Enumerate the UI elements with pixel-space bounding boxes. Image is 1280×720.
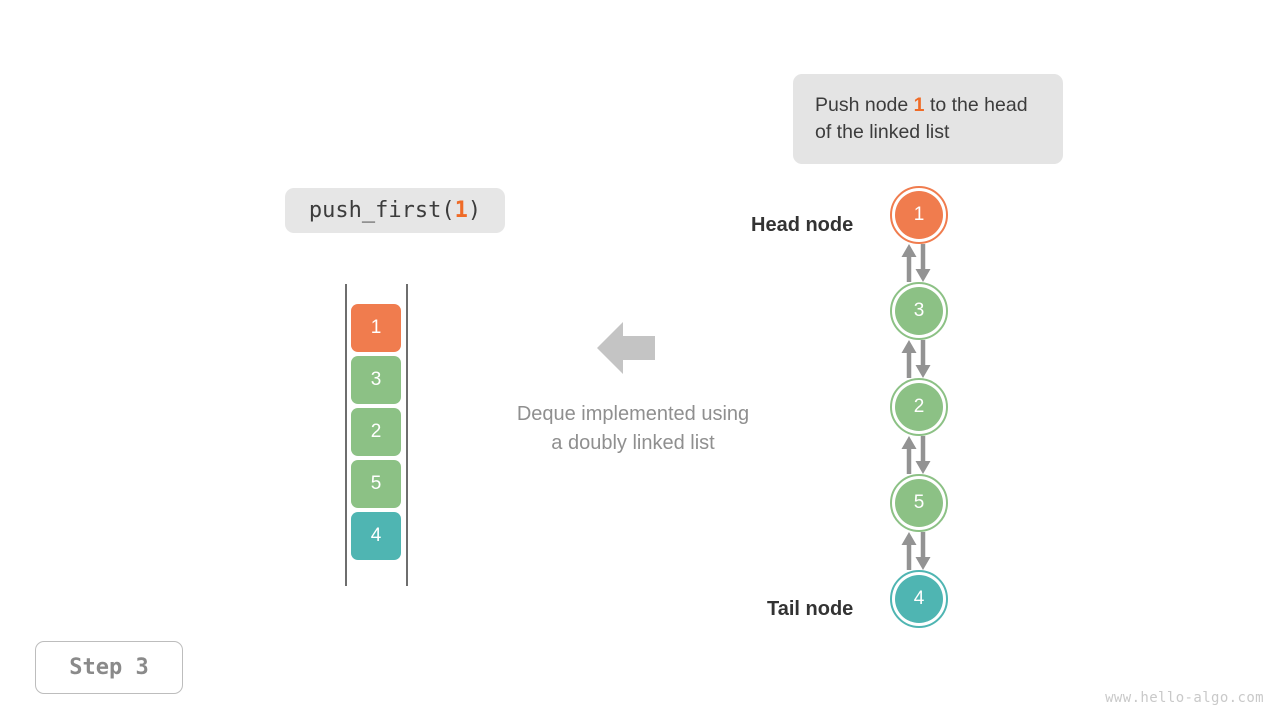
linked-list-node: 5 — [890, 474, 948, 532]
linked-list-node: 2 — [890, 378, 948, 436]
callout-text-after: to the head of the linked list — [815, 94, 1028, 143]
linked-list-node: 4 — [890, 570, 948, 628]
stack-rail-right — [406, 284, 408, 586]
bidirectional-arrows-icon — [890, 340, 948, 378]
linked-list: 1 3 2 5 4 — [880, 186, 960, 646]
stack-cell: 5 — [351, 460, 401, 508]
diagram-caption: Deque implemented using a doubly linked … — [443, 400, 823, 458]
bidirectional-arrows-icon — [890, 532, 948, 570]
stack-cell-list: 1 3 2 5 4 — [351, 304, 401, 564]
stack-cell-value: 1 — [370, 317, 382, 338]
caption-line-1: Deque implemented using — [516, 403, 750, 425]
step-badge: Step 3 — [35, 641, 183, 694]
stack-cell-value: 2 — [370, 421, 382, 442]
linked-list-node-value: 2 — [895, 383, 943, 431]
linked-list-node-value: 1 — [895, 191, 943, 239]
stack-cell: 3 — [351, 356, 401, 404]
callout-box: Push node 1 to the head of the linked li… — [793, 74, 1063, 164]
watermark: www.hello-algo.com — [1105, 690, 1264, 706]
operation-code-chip: push_first(1) — [285, 188, 505, 233]
step-badge-label: Step 3 — [69, 655, 149, 680]
code-suffix: ) — [467, 198, 482, 223]
deque-stack-column: 1 3 2 5 4 — [344, 284, 410, 586]
bidirectional-arrows-icon — [890, 244, 948, 282]
stack-cell: 4 — [351, 512, 401, 560]
tail-node-label: Tail node — [767, 598, 854, 620]
linked-list-node: 1 — [890, 186, 948, 244]
stack-cell-value: 4 — [370, 525, 382, 546]
bidirectional-arrows-icon — [890, 436, 948, 474]
linked-list-node: 3 — [890, 282, 948, 340]
code-argument: 1 — [454, 198, 468, 223]
stack-cell-value: 3 — [370, 369, 382, 390]
stack-cell: 2 — [351, 408, 401, 456]
caption-line-2: a doubly linked list — [551, 432, 715, 454]
linked-list-node-value: 5 — [895, 479, 943, 527]
linked-list-node-value: 3 — [895, 287, 943, 335]
stack-cell-value: 5 — [370, 473, 382, 494]
code-prefix: push_first( — [308, 198, 455, 223]
arrow-left-icon — [597, 320, 655, 376]
linked-list-node-value: 4 — [895, 575, 943, 623]
callout-highlight-value: 1 — [913, 94, 925, 116]
head-node-label: Head node — [751, 214, 854, 236]
callout-text: Push node 1 to the head of the linked li… — [815, 92, 1041, 146]
stack-cell: 1 — [351, 304, 401, 352]
stack-rail-left — [345, 284, 347, 586]
callout-text-before: Push node — [815, 94, 914, 116]
